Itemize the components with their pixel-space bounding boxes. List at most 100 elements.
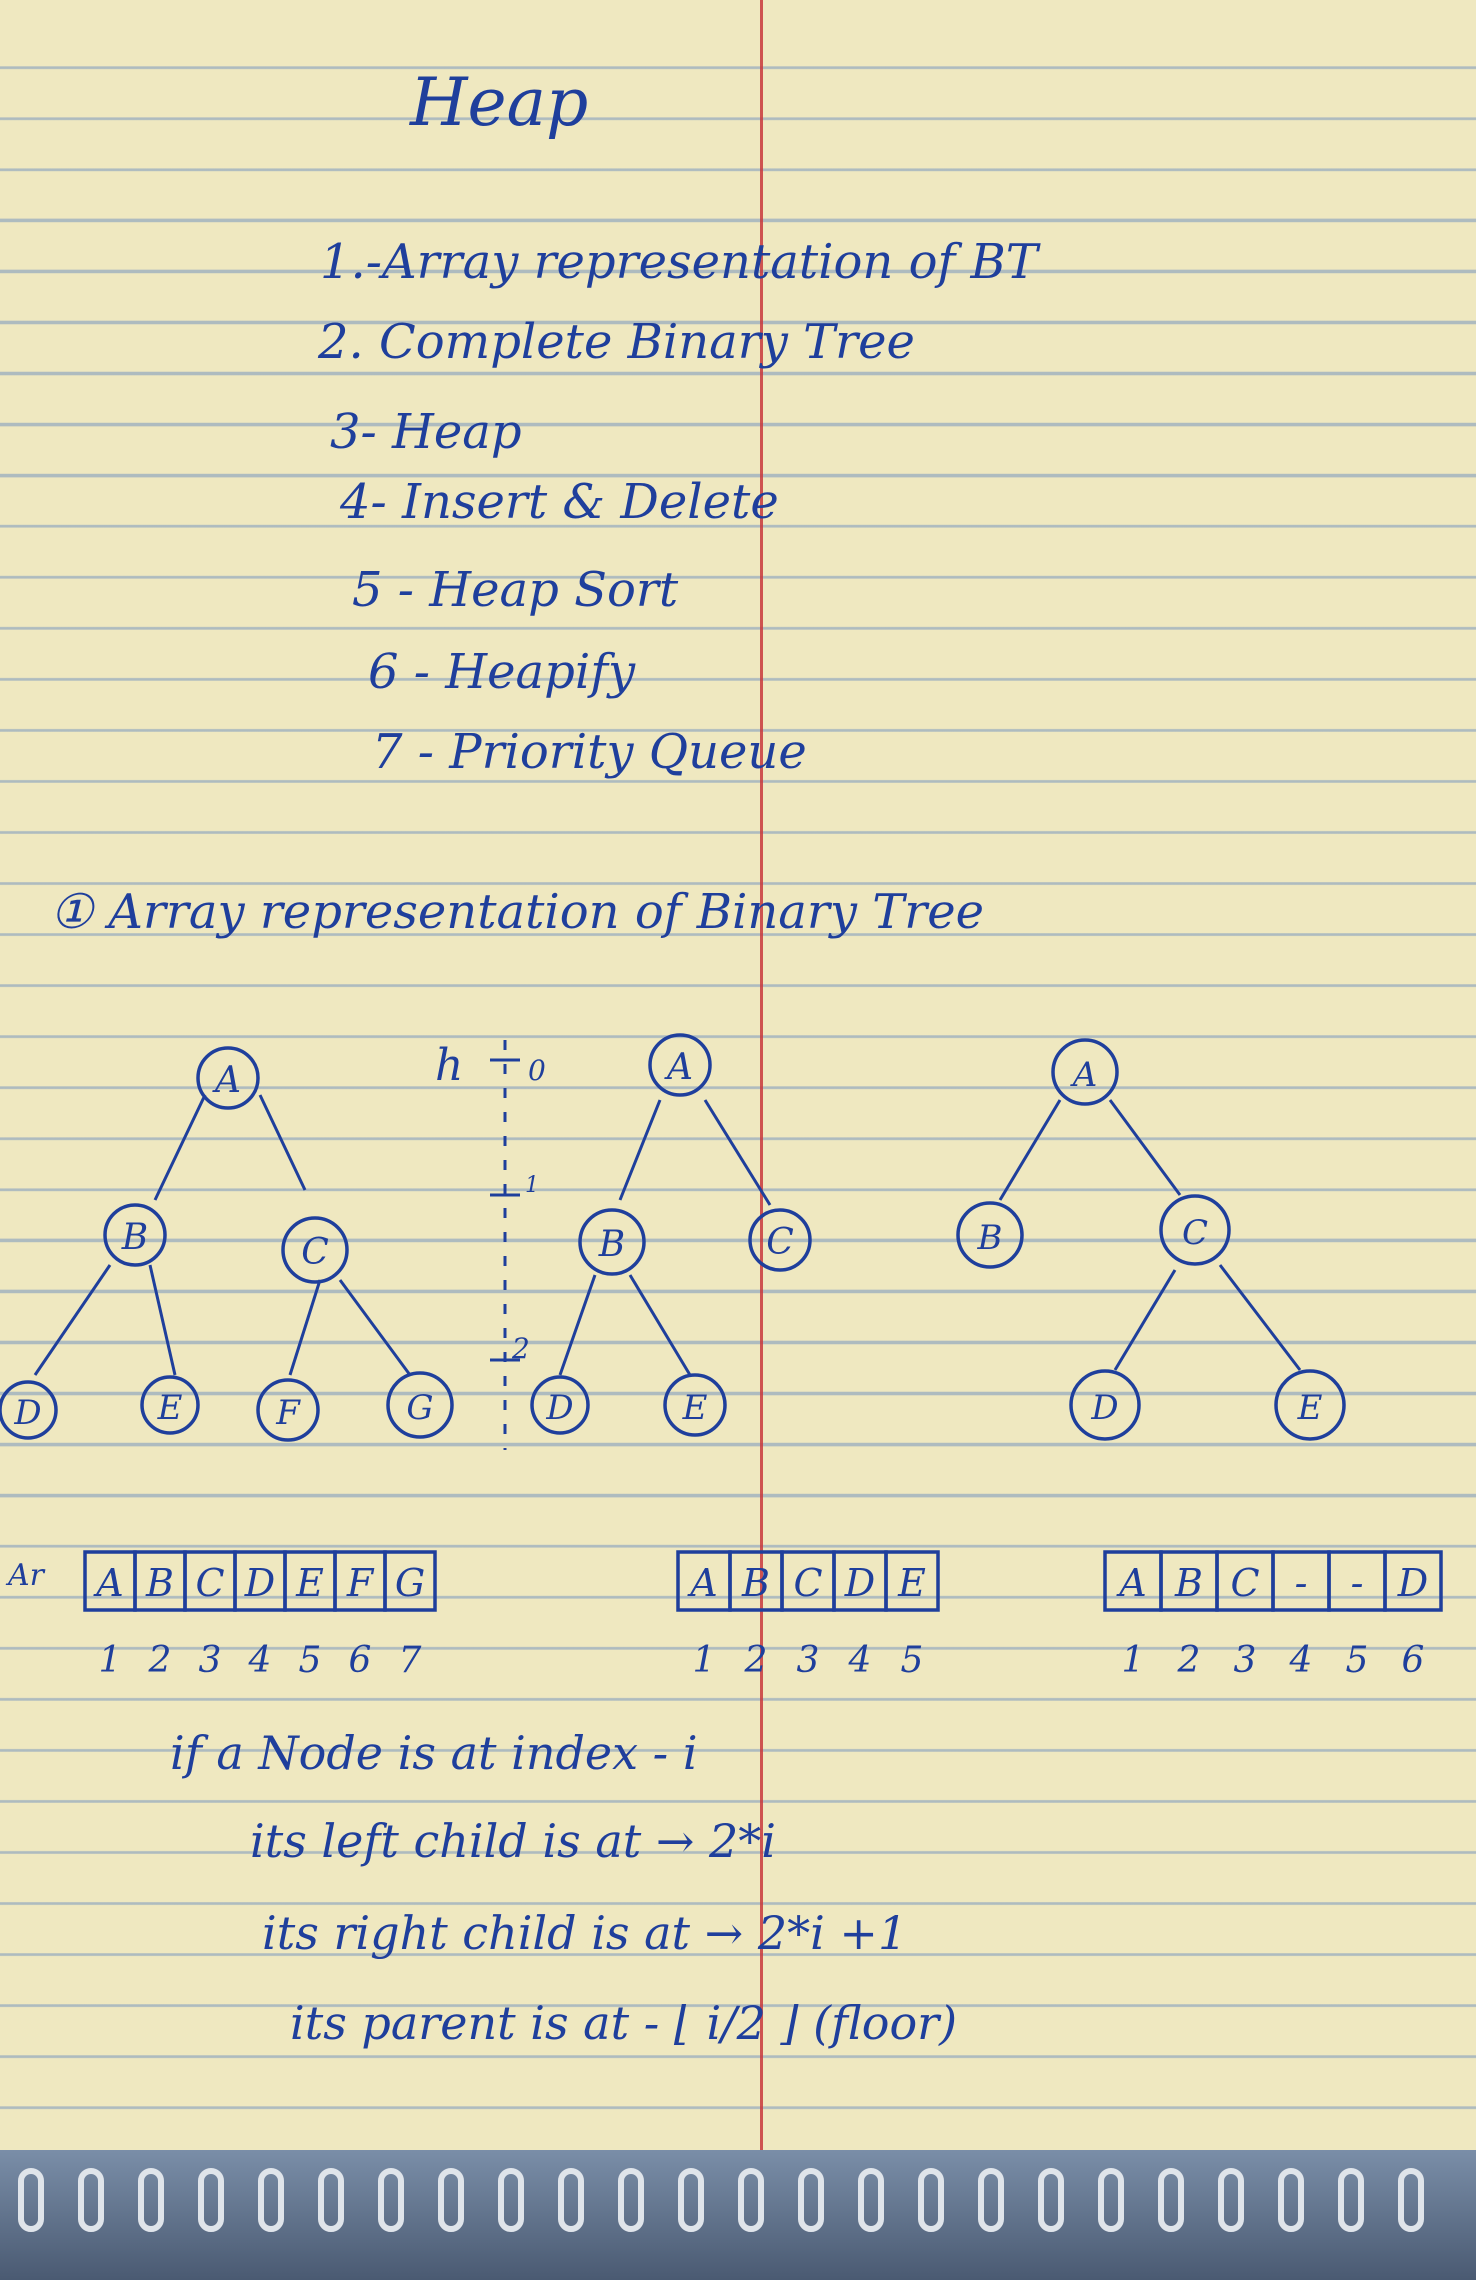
tree-node: E — [1297, 1388, 1323, 1428]
tree-node: G — [406, 1388, 433, 1428]
tree-node: B — [121, 1217, 148, 1258]
array-value: E — [295, 1561, 324, 1605]
array-value: C — [195, 1561, 224, 1605]
spiral-ring — [498, 2168, 524, 2232]
spiral-ring — [918, 2168, 944, 2232]
spiral-ring — [18, 2168, 44, 2232]
array-index: 1 — [99, 1640, 122, 1681]
tree-node: A — [664, 1047, 693, 1088]
array-index: 6 — [1402, 1640, 1425, 1681]
array-index: 2 — [148, 1640, 172, 1681]
spiral-ring — [798, 2168, 824, 2232]
rule-text: its right child is at → 2*i +1 — [262, 1906, 908, 1960]
tree-node: E — [682, 1388, 708, 1428]
topic-item: 7 - Priority Queue — [372, 724, 807, 780]
array-index: 7 — [399, 1640, 422, 1681]
spiral-ring — [1218, 2168, 1244, 2232]
spiral-ring — [738, 2168, 764, 2232]
array-index: 4 — [248, 1640, 272, 1681]
array-value: D — [244, 1561, 275, 1605]
section-heading: ① Array representation of Binary Tree — [50, 884, 985, 940]
tree-node: A — [212, 1060, 241, 1101]
tree-node: D — [545, 1388, 573, 1428]
array-index: 5 — [299, 1640, 322, 1681]
spiral-ring — [858, 2168, 884, 2232]
tree-node: B — [598, 1224, 625, 1265]
array-value: D — [844, 1561, 875, 1605]
tree-node: D — [1090, 1388, 1118, 1428]
spiral-ring — [258, 2168, 284, 2232]
array-value: A — [1116, 1561, 1146, 1605]
array-index: 3 — [797, 1640, 820, 1681]
array-value: G — [395, 1561, 425, 1605]
topic-item: 3- Heap — [330, 404, 522, 460]
array-value: B — [1174, 1561, 1203, 1605]
array-index: 5 — [1346, 1640, 1369, 1681]
array-index: 3 — [199, 1640, 222, 1681]
tree-node: D — [13, 1393, 41, 1433]
array-value: A — [93, 1561, 123, 1605]
topic-item: 6 - Heapify — [368, 644, 636, 700]
array-prefix: Ar — [5, 1558, 46, 1593]
level-label: 0 — [528, 1054, 546, 1087]
array-index: 3 — [1234, 1640, 1257, 1681]
tree-1: A B C D E F G — [0, 1046, 454, 1442]
array-index: 5 — [901, 1640, 924, 1681]
array-index: 4 — [1289, 1640, 1313, 1681]
spiral-ring — [558, 2168, 584, 2232]
spiral-ring — [618, 2168, 644, 2232]
tree-3: A B C D E — [956, 1038, 1346, 1441]
rule-text: its parent is at - ⌊ i/2 ⌋ (floor) — [290, 1996, 958, 2050]
spiral-ring — [1038, 2168, 1064, 2232]
spiral-ring — [438, 2168, 464, 2232]
array-value: A — [687, 1561, 717, 1605]
array-cell — [884, 1550, 940, 1612]
array-cell — [383, 1550, 437, 1612]
array-index: 1 — [693, 1640, 716, 1681]
array-value: D — [1397, 1561, 1428, 1605]
tree-node: A — [1070, 1055, 1098, 1095]
array-index: 1 — [1122, 1640, 1145, 1681]
array-cell — [1383, 1550, 1443, 1612]
page-title: Heap — [410, 64, 589, 141]
array-value: B — [145, 1561, 174, 1605]
tree-node: B — [977, 1218, 1003, 1258]
spiral-ring — [198, 2168, 224, 2232]
tree-node: C — [1182, 1213, 1208, 1253]
spiral-ring — [1278, 2168, 1304, 2232]
spiral-ring — [678, 2168, 704, 2232]
tree-node: C — [766, 1222, 794, 1263]
topic-item: 4- Insert & Delete — [340, 474, 779, 530]
array-index: 2 — [1177, 1640, 1201, 1681]
array-value: - — [1351, 1561, 1364, 1605]
array-value: C — [1230, 1561, 1259, 1605]
spiral-ring — [78, 2168, 104, 2232]
spiral-ring — [1158, 2168, 1184, 2232]
topic-item: 2. Complete Binary Tree — [318, 314, 915, 370]
tree-2: A B C D E — [530, 1033, 812, 1437]
tree-node: C — [301, 1232, 329, 1273]
rule-text: its left child is at → 2*i — [250, 1814, 776, 1868]
spiral-ring — [1398, 2168, 1424, 2232]
spiral-ring — [318, 2168, 344, 2232]
tree-node: F — [275, 1393, 301, 1433]
array-value: F — [346, 1561, 375, 1605]
array-value: - — [1295, 1561, 1308, 1605]
array-index: 4 — [848, 1640, 872, 1681]
tree-node: E — [157, 1388, 183, 1428]
spiral-ring — [1098, 2168, 1124, 2232]
spiral-ring — [378, 2168, 404, 2232]
array-value: E — [897, 1561, 926, 1605]
level-label: 1 — [525, 1173, 539, 1198]
spiral-ring — [1338, 2168, 1364, 2232]
spiral-ring — [978, 2168, 1004, 2232]
margin-line — [760, 0, 763, 2280]
rule-text: if a Node is at index - i — [170, 1726, 698, 1780]
array-index: 6 — [349, 1640, 372, 1681]
spiral-ring — [138, 2168, 164, 2232]
array-value: C — [793, 1561, 822, 1605]
array-index: 2 — [744, 1640, 768, 1681]
